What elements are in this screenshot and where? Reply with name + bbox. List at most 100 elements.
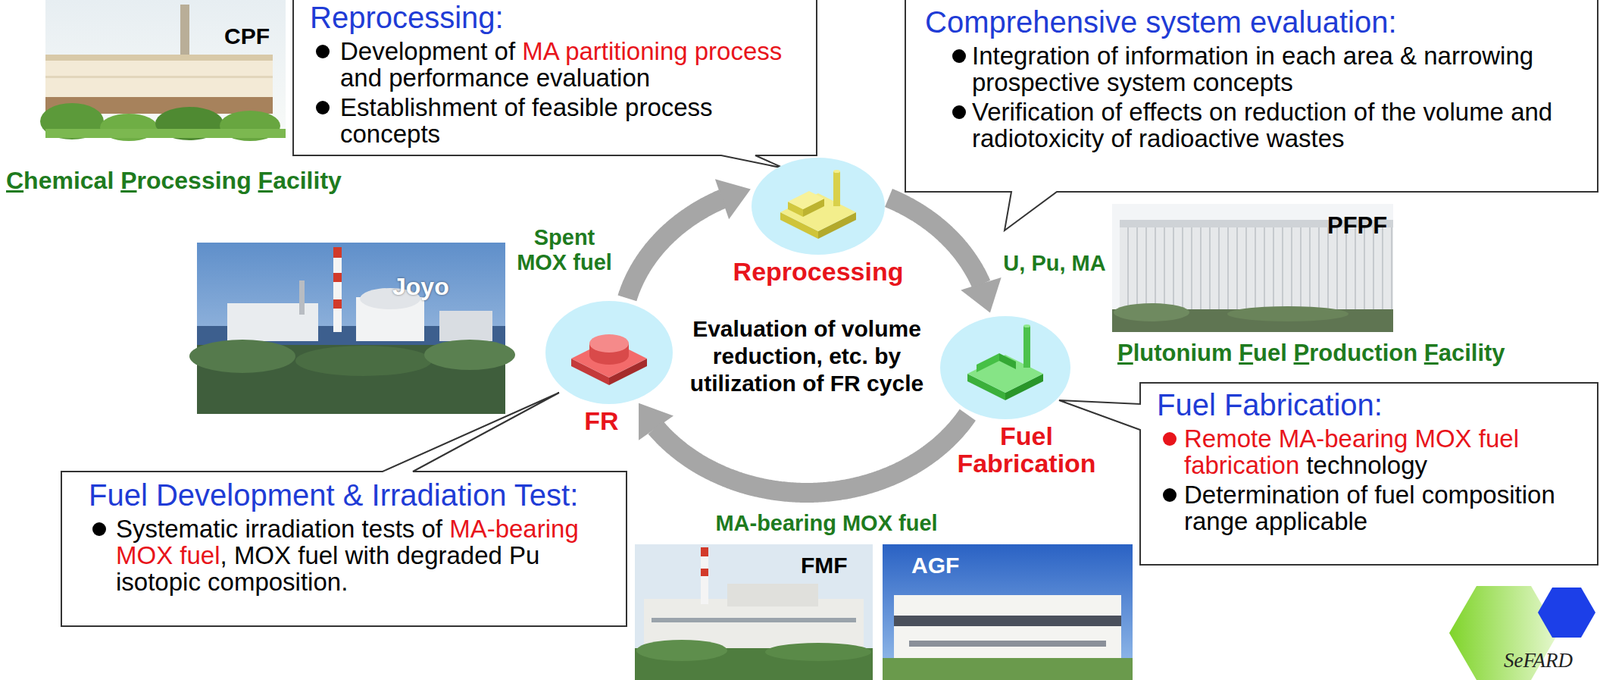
illustration-shape	[893, 594, 1122, 660]
initial-letter: P	[1293, 339, 1310, 366]
edge-label: MA-bearing MOX fuel	[715, 510, 938, 536]
initial-letter: P	[120, 166, 137, 194]
pfpf-photo	[1112, 203, 1394, 332]
photo-label: FMF	[800, 551, 848, 579]
cpf-photo	[40, 0, 286, 141]
illustration-shape	[333, 299, 342, 309]
callout-content: Fuel Fabrication:Remote MA-bearing MOX f…	[1140, 382, 1598, 541]
illustration-shape	[882, 543, 1133, 680]
bullet-text: Verification of effects on reduction of …	[971, 97, 1553, 153]
callout-border	[905, 0, 1598, 231]
illustration-shape	[787, 190, 825, 210]
illustration-shape	[333, 272, 342, 282]
callout-box: Reprocessing:Development of MA partition…	[293, 0, 817, 156]
illustration-shape	[833, 169, 841, 173]
illustration-shape	[1112, 203, 1394, 332]
illustration-shape	[45, 54, 273, 61]
illustration-shape	[299, 280, 305, 315]
illustration-shape	[751, 157, 885, 255]
illustration-shape	[545, 300, 673, 404]
bullet-dot	[952, 105, 966, 119]
node-label: Reprocessing	[733, 257, 904, 285]
illustration-shape	[727, 583, 819, 607]
flow-arrow	[638, 403, 968, 493]
bullet-item: Verification of effects on reduction of …	[925, 98, 1591, 152]
photo-label: PFPF	[1327, 212, 1388, 240]
illustration-shape	[999, 353, 1016, 369]
illustration-shape	[1227, 306, 1349, 322]
joyo-photo	[189, 242, 516, 414]
illustration-shape	[976, 353, 1000, 372]
bullet-text: Determination of fuel composition range …	[1184, 480, 1556, 535]
initial-letter: F	[258, 166, 274, 194]
illustration-shape	[589, 334, 629, 353]
bullet-item: Remote MA-bearing MOX fuel fabrication t…	[1156, 425, 1591, 479]
bullet-dot	[1162, 487, 1177, 502]
facility-name: Chemical Processing Facility	[6, 166, 342, 195]
illustration-shape	[295, 345, 432, 376]
bullet-dot	[1162, 431, 1177, 446]
callout-box: Fuel Development & Irradiation Test:Syst…	[61, 471, 627, 626]
callout-content: Comprehensive system evaluation:Integrat…	[905, 0, 1598, 158]
illustration-shape	[636, 639, 728, 661]
bullet-dot	[92, 521, 107, 536]
bullet-item: Determination of fuel composition range …	[1156, 481, 1591, 535]
illustration-shape	[651, 617, 857, 622]
initial-letter: F	[1424, 339, 1439, 366]
facility-name: Plutonium Fuel Production Facility	[1117, 339, 1506, 367]
sefard-logo	[1449, 585, 1596, 680]
initial-letter: P	[1117, 339, 1134, 366]
illustration-shape	[882, 657, 1133, 680]
callout-heading: Fuel Fabrication:	[1156, 387, 1591, 422]
bullet-text: and performance evaluation	[340, 63, 650, 92]
cycle-node: FR	[545, 300, 673, 404]
node-label: FR	[584, 406, 619, 435]
illustration-shape	[1023, 325, 1031, 368]
bullet-dot	[952, 49, 966, 63]
illustration-shape	[196, 242, 506, 414]
flow-arrow	[888, 197, 1002, 313]
agf-photo	[882, 543, 1133, 680]
callout-border	[61, 392, 627, 626]
callout-heading: Reprocessing:	[309, 0, 810, 35]
callout-border	[293, 0, 817, 169]
illustration-shape	[700, 546, 709, 604]
bullet-dot	[315, 44, 330, 59]
bullet-text: Integration of information in each area …	[971, 41, 1534, 97]
illustration-shape	[1537, 587, 1596, 638]
node-circle	[940, 315, 1071, 419]
illustration-shape	[893, 615, 1122, 626]
arrow-shaft	[627, 198, 723, 298]
bullet-text: Systematic irradiation tests of	[115, 514, 443, 543]
callout-content: Fuel Development & Irradiation Test:Syst…	[61, 471, 627, 601]
callout-box: Comprehensive system evaluation:Integrat…	[905, 0, 1598, 192]
illustration-shape	[909, 640, 1107, 647]
node-label: Fuel Fabrication	[946, 421, 1107, 477]
bullet-item: Development of MA partitioning process a…	[309, 37, 810, 91]
bullet-text: Development of	[340, 37, 516, 66]
illustration-shape	[700, 568, 709, 576]
cycle-node: Reprocessing	[751, 157, 885, 255]
illustration-shape	[634, 543, 873, 680]
arrow-shaft	[655, 414, 968, 493]
callout-content: Reprocessing:Development of MA partition…	[293, 0, 817, 154]
bullet-item: Establishment of feasible process concep…	[309, 93, 810, 147]
bullet-item: Systematic irradiation tests of MA-beari…	[88, 515, 619, 595]
callout-box: Fuel Fabrication:Remote MA-bearing MOX f…	[1140, 382, 1598, 565]
illustration-shape	[1023, 324, 1031, 328]
illustration-shape	[333, 246, 342, 258]
callout-heading: Fuel Development & Irradiation Test:	[88, 477, 619, 513]
edge-label: Spent MOX fuel	[515, 225, 614, 275]
fmf-photo	[634, 543, 873, 680]
illustration-shape	[45, 128, 286, 138]
bullet-text: technology	[1306, 450, 1428, 479]
photo-label: SeFARD	[1503, 648, 1573, 672]
illustration-shape	[940, 315, 1071, 419]
illustration-shape	[189, 339, 296, 373]
initial-letter: C	[6, 166, 24, 194]
photo-label: CPF	[224, 22, 270, 50]
node-circle	[545, 300, 673, 404]
callout-border	[1059, 382, 1598, 565]
illustration-shape	[333, 246, 342, 332]
